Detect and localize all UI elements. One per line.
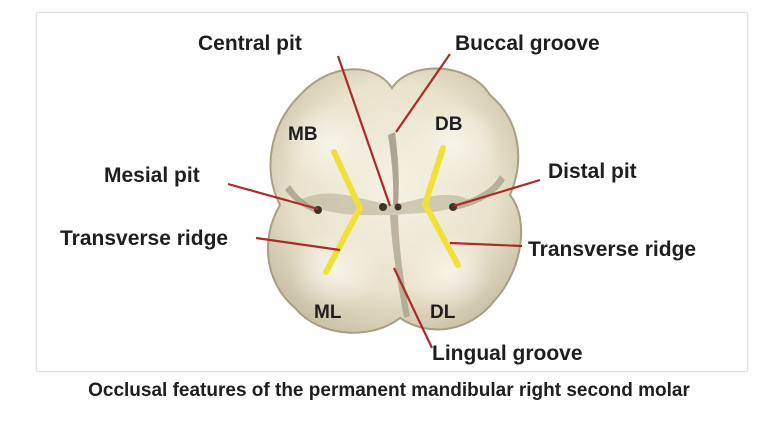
central-pit-dot (379, 203, 387, 211)
label-lingual-groove: Lingual groove (432, 342, 583, 365)
central-pit-dot-2 (394, 203, 402, 211)
cusp-ml-surface (289, 230, 381, 310)
cusp-label-db: DB (435, 114, 462, 135)
leader-transverse-ridge-right (449, 241, 523, 248)
label-mesial-pit: Mesial pit (104, 164, 200, 187)
ridge-highlight-distal (422, 145, 461, 268)
cusp-label-dl: DL (430, 302, 456, 323)
cusp-db-surface (409, 103, 501, 187)
label-distal-pit: Distal pit (548, 160, 637, 183)
cusp-dl-surface (404, 232, 492, 312)
leader-central-pit (336, 55, 392, 207)
label-central-pit: Central pit (198, 32, 302, 55)
cusp-mb-surface (282, 103, 378, 187)
buccal-groove-shadow (388, 132, 399, 205)
leader-buccal-groove (395, 53, 451, 133)
label-transverse-ridge-left: Transverse ridge (60, 227, 228, 250)
leader-distal-pit (453, 178, 541, 208)
cusp-label-mb: MB (288, 124, 318, 145)
leader-lingual-groove (393, 267, 433, 349)
figure-caption: Occlusal features of the permanent mandi… (88, 380, 690, 401)
leader-mesial-pit (227, 182, 319, 211)
label-transverse-ridge-right: Transverse ridge (528, 238, 696, 261)
distal-pit-dot (449, 203, 457, 211)
label-buccal-groove: Buccal groove (455, 32, 600, 55)
cusp-label-ml: ML (314, 302, 342, 323)
leader-transverse-ridge-left (255, 236, 341, 252)
